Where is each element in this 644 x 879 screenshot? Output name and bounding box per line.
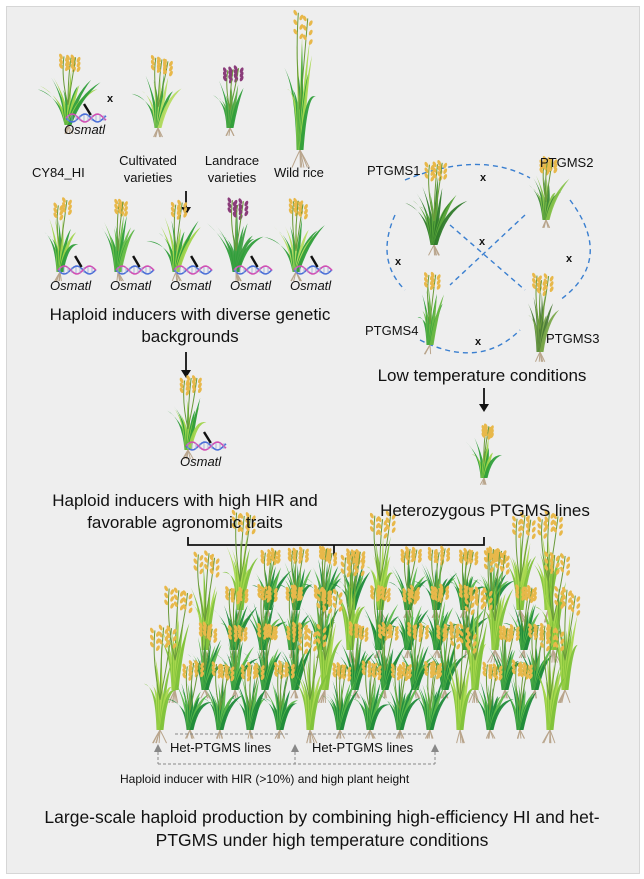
dna-selected-icon — [185, 431, 227, 451]
cross-line-p1p4 — [386, 214, 406, 291]
figure-panel — [6, 6, 640, 874]
label-ptgms4: PTGMS4 — [365, 323, 419, 338]
field-plant-icon — [155, 585, 193, 704]
field-plant-icon — [388, 584, 429, 659]
field-plant-icon — [412, 660, 452, 739]
gene-label-4: Osmatl — [230, 278, 272, 293]
label-ptgms2: PTGMS2 — [540, 155, 594, 170]
cross-symbol-p4p3: x — [475, 336, 482, 348]
gene-label-5: Osmatl — [290, 278, 332, 293]
cross-symbol-top: x — [107, 93, 114, 105]
cross-symbol-center: x — [479, 236, 486, 248]
field-plant-icon — [167, 660, 213, 739]
cross-symbol-p1p4: x — [395, 256, 402, 268]
field-plant-icon — [534, 624, 565, 744]
rice-plant-inducer-4-icon — [207, 197, 264, 282]
gene-label-top: Osmatl — [64, 122, 106, 137]
gene-label-selected: Osmatl — [180, 454, 222, 469]
field-plant-icon — [376, 661, 421, 739]
dna-inducer-2-icon — [115, 255, 155, 275]
heading-het-ptgms: Heterozygous PTGMS lines — [380, 501, 590, 520]
field-plant-icon — [309, 588, 343, 704]
field-plant-icon — [258, 660, 298, 739]
field-plant-icon — [366, 510, 396, 623]
field-plant-icon — [213, 586, 258, 659]
conclusion-text: Large-scale haploid production by combin… — [44, 807, 600, 850]
arrow-down-2-icon — [181, 352, 191, 378]
field-plant-icon — [201, 661, 244, 739]
field-plant-icon — [444, 623, 477, 744]
field-plant-icon — [349, 660, 390, 739]
heading-inducers-diverse: Haploid inducers with diverse genetic ba… — [49, 305, 331, 346]
rice-plant-het-ptgms-icon — [465, 423, 502, 485]
field-plant-icon — [321, 662, 359, 739]
field-plant-icon — [242, 622, 282, 699]
label-cy84: CY84_HI — [32, 165, 85, 180]
gene-label-1: Osmatl — [50, 278, 92, 293]
label-het-ptgms-1: Het-PTGMS lines — [170, 740, 272, 755]
field-plant-icon — [503, 584, 541, 659]
gene-label-2: Osmatl — [110, 278, 152, 293]
label-het-ptgms-2: Het-PTGMS lines — [312, 740, 414, 755]
dna-cy84-icon — [65, 103, 107, 123]
field-plant-icon — [503, 659, 537, 739]
field-plant-icon — [361, 621, 406, 699]
label-landrace: Landrace varieties — [204, 153, 260, 185]
rice-plant-ptgms2-icon — [528, 156, 570, 229]
rice-plant-wild-icon — [284, 9, 317, 168]
field-plant-icon — [455, 586, 493, 704]
rice-plant-ptgms4-icon — [417, 271, 444, 355]
field-plants — [143, 509, 581, 744]
label-wild: Wild rice — [274, 165, 324, 180]
field-plant-icon — [230, 662, 267, 739]
heading-low-temperature: Low temperature conditions — [377, 366, 587, 385]
dna-inducer-1-icon — [57, 255, 97, 275]
rice-plant-ptgms3-icon — [527, 272, 560, 362]
dna-inducer-4-icon — [233, 255, 273, 275]
field-plant-icon — [143, 624, 177, 744]
rice-plant-inducer-3-icon — [146, 199, 201, 282]
rice-plant-inducer-5-icon — [263, 197, 325, 282]
field-plant-icon — [480, 549, 514, 663]
cross-symbol-p2p3: x — [566, 253, 573, 265]
cross-line-p1p3 — [449, 224, 526, 291]
label-cultivated: Cultivated varieties — [119, 153, 177, 185]
heading-inducers-high: Haploid inducers with high HIR and favor… — [52, 491, 318, 532]
cross-symbol-p1p2: x — [480, 172, 487, 184]
cross-line-p2p3 — [559, 199, 591, 301]
field-plant-icon — [388, 546, 429, 619]
cross-line-p1p2 — [404, 163, 531, 181]
rice-plant-landrace-icon — [212, 65, 244, 137]
field-plant-icon — [467, 661, 514, 739]
rice-plant-cultivated-icon — [131, 55, 182, 138]
field-annotations — [154, 733, 439, 765]
field-plant-icon — [290, 623, 330, 744]
dna-inducer-5-icon — [293, 255, 333, 275]
field-plant-icon — [251, 547, 292, 619]
label-ptgms1: PTGMS1 — [367, 163, 421, 178]
field-plant-icon — [362, 584, 399, 659]
label-inducer-field: Haploid inducer with HIR (>10%) and high… — [120, 772, 410, 786]
rice-plant-ptgms1-icon — [405, 159, 468, 256]
field-plant-icon — [515, 622, 555, 699]
label-ptgms3: PTGMS3 — [546, 331, 600, 346]
cross-line-p4p3 — [419, 329, 521, 354]
dna-inducer-3-icon — [173, 255, 213, 275]
gene-label-3: Osmatl — [170, 278, 212, 293]
field-plant-icon — [214, 624, 259, 699]
arrow-down-3-icon — [479, 388, 489, 412]
cross-line-p2p4 — [449, 214, 526, 286]
